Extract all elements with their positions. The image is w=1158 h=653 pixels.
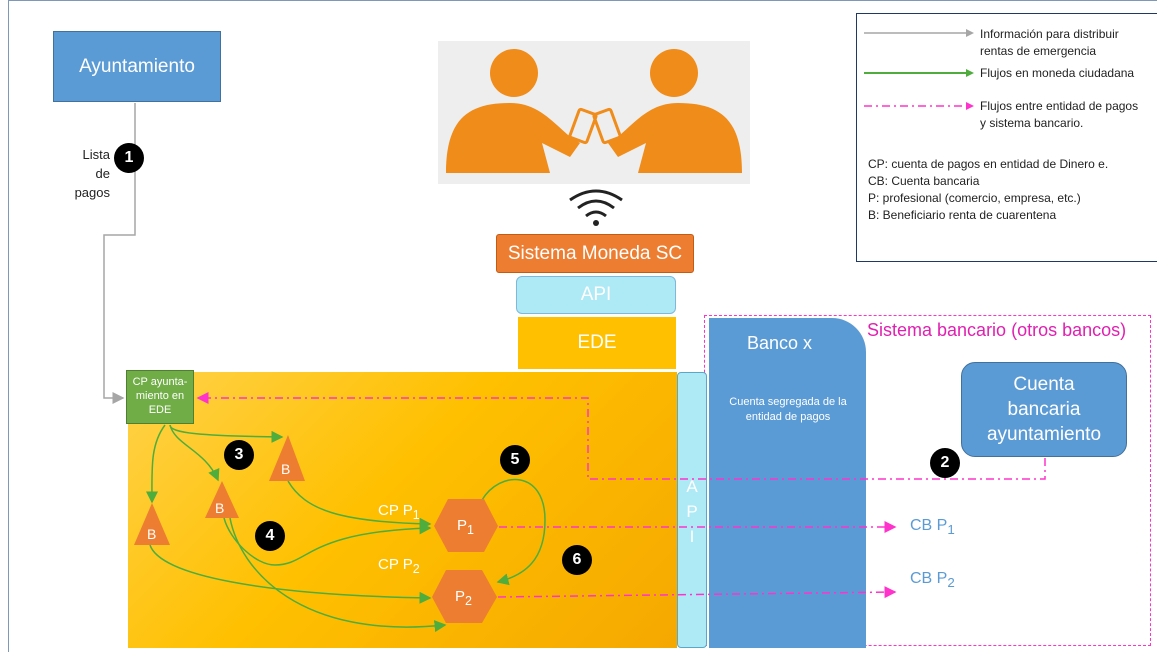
api-letter-i: I xyxy=(689,527,695,546)
hexagon-p1 xyxy=(434,499,498,552)
people-exchanging-phones-icon xyxy=(438,41,750,184)
hexagon-p2 xyxy=(432,570,497,623)
legend-definitions: CP: cuenta de pagos en entidad de Dinero… xyxy=(868,157,1109,222)
cp-p1-label: CP P1 xyxy=(378,502,420,522)
step-badge-5: 5 xyxy=(500,445,530,475)
ayuntamiento-box: Ayuntamiento xyxy=(53,31,221,102)
cb-p1-label: CB P1 xyxy=(910,517,955,538)
beneficiary-label-2: B xyxy=(215,500,225,516)
p2-label: P2 xyxy=(455,588,472,608)
sistema-bancario-label: Sistema bancario (otros bancos) xyxy=(867,320,1127,340)
cp-p2-label: CP P2 xyxy=(378,556,420,576)
step-badge-6: 6 xyxy=(562,545,592,575)
legend-item-green: Flujos en moneda ciudadana xyxy=(980,66,1135,80)
api-box: API xyxy=(516,276,676,314)
api-letter-p: P xyxy=(686,502,698,521)
legend xyxy=(856,13,1157,262)
api-letter-a: A xyxy=(686,477,698,496)
ede-box: EDE xyxy=(518,317,676,369)
banco-x-header: Banco x xyxy=(709,318,866,371)
api-vertical-bar xyxy=(677,372,707,648)
beneficiary-triangle-3 xyxy=(134,503,170,545)
beneficiary-triangle-2 xyxy=(205,481,239,518)
step-badge-1: 1 xyxy=(114,143,144,173)
legend-arrows xyxy=(864,29,974,110)
beneficiary-label-3: B xyxy=(147,526,157,542)
beneficiary-label-1: B xyxy=(281,461,291,477)
step-badge-2: 2 xyxy=(930,448,960,478)
wifi-icon xyxy=(569,189,623,226)
banco-x-column xyxy=(709,371,866,648)
sistema-moneda-sc-box: Sistema Moneda SC xyxy=(496,234,694,273)
page-frame xyxy=(8,0,1157,652)
step-badge-3: 3 xyxy=(224,440,254,470)
cb-p2-label: CB P2 xyxy=(910,570,955,591)
step-badge-4: 4 xyxy=(255,521,285,551)
cuenta-segregada-label: Cuenta segregada de la entidad de pagos xyxy=(729,396,847,423)
beneficiary-triangle-1 xyxy=(269,435,305,481)
p1-label: P1 xyxy=(457,517,474,537)
